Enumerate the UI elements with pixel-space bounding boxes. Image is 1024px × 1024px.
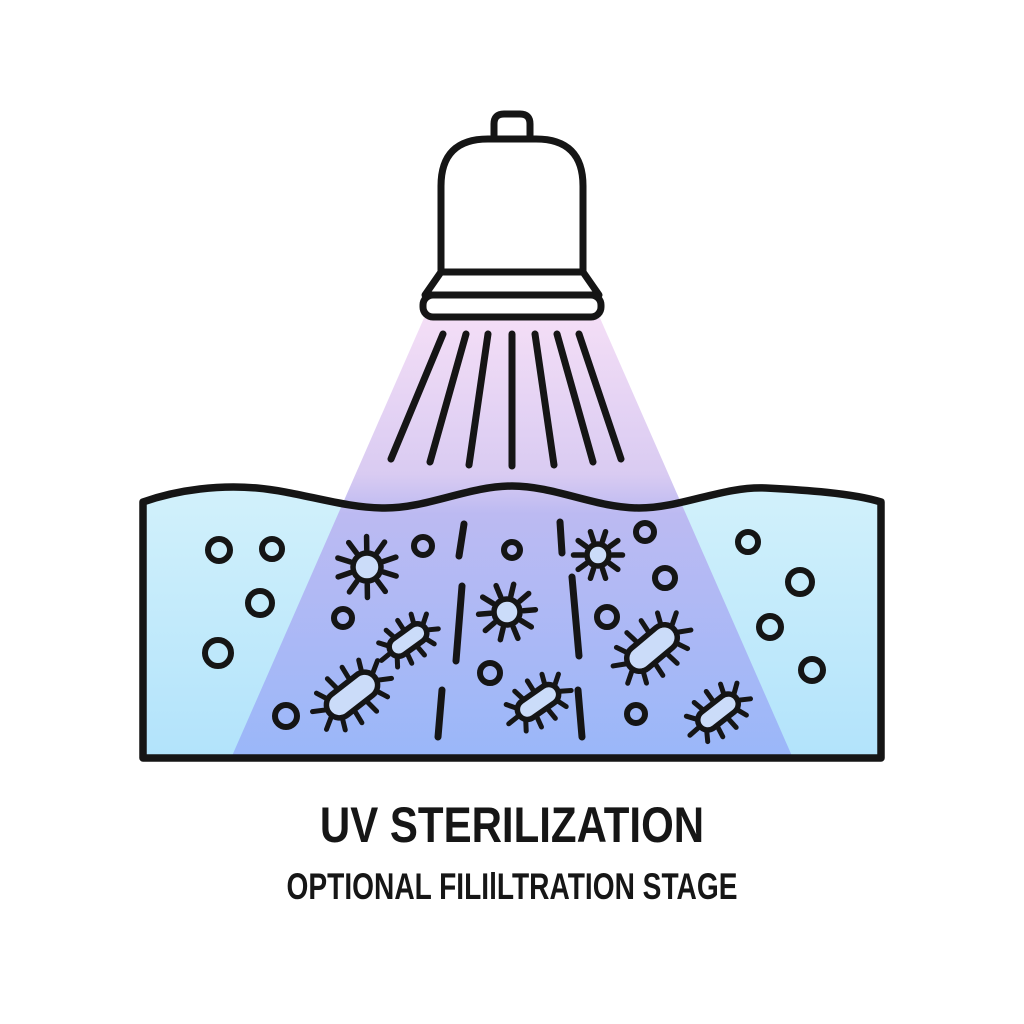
bacteria-bacillus-icon [610, 610, 694, 686]
bacteria-bacillus-icon [683, 680, 754, 745]
bacteria-coccus-icon [475, 581, 539, 643]
particle-dash [574, 686, 586, 741]
bubble-icon [205, 536, 233, 564]
uv-ray [426, 330, 470, 466]
bubble-icon [411, 534, 435, 558]
diagram-subtitle: OPTIONAL FILIlLTRATION STAGE [286, 866, 738, 907]
microbes-layer [202, 518, 826, 745]
bubble-icon [735, 529, 761, 555]
bubble-icon [501, 539, 523, 561]
particle-dash [556, 518, 566, 557]
bubble-icon [259, 536, 285, 562]
uv-rays [387, 330, 625, 470]
bacteria-bacillus-icon [309, 657, 395, 733]
bubble-icon [272, 702, 300, 730]
diagram-title: UV STERILIZATION [319, 797, 705, 853]
lamp-bell [437, 135, 587, 276]
particle-dash [434, 686, 446, 741]
particle-dash [455, 520, 468, 560]
uv-ray [553, 330, 597, 466]
bacteria-bacillus-icon [376, 611, 441, 670]
bubble-icon [633, 520, 657, 544]
lamp-base [419, 291, 605, 321]
bubble-icon [624, 702, 648, 726]
water-tank-outline [139, 482, 885, 762]
uv-ray [387, 330, 447, 463]
bubble-icon [798, 656, 826, 684]
bubble-icon [594, 604, 620, 630]
bubble-icon [245, 588, 275, 618]
bacteria-coccus-icon [335, 533, 399, 601]
uv-ray [465, 330, 492, 469]
uv-ray [575, 330, 625, 463]
bacteria-coccus-icon [570, 528, 626, 582]
particle-dash [568, 573, 583, 660]
bubble-icon [331, 606, 355, 630]
uv-ray [531, 330, 558, 469]
bubble-icon [477, 660, 503, 686]
bacteria-bacillus-icon [503, 671, 574, 734]
bubble-icon [652, 565, 678, 591]
bubble-icon [202, 637, 234, 669]
particle-dash [452, 582, 466, 665]
uv-lamp-icon [419, 110, 605, 321]
bubble-icon [756, 613, 784, 641]
bubble-icon [785, 567, 815, 597]
